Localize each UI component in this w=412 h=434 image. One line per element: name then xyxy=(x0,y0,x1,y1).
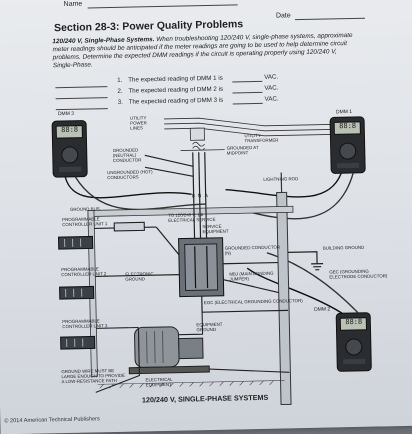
to-service-label: TO 120/240 V, 1φ ELECTRICAL SERVICE xyxy=(168,212,224,223)
plc-unit-1-label: PROGRAMMABLE CONTROLLER UNIT 1 xyxy=(62,216,116,227)
service-panel[interactable] xyxy=(179,238,224,297)
plc-unit-1[interactable] xyxy=(58,236,92,249)
dmm1-label: DMM 1 xyxy=(336,110,352,115)
plc-unit-2-label: PROGRAMMABLE CONTROLLER UNIT 2 xyxy=(61,266,115,277)
utility-transformer-label: UTILITY TRANSFORMER xyxy=(244,132,294,143)
dmm2-label: DMM 2 xyxy=(314,307,330,312)
dmm1-readout: 88:8 xyxy=(339,124,356,129)
lightning-rod-label: LIGHTNING ROD xyxy=(263,176,298,182)
gec-label: GEC (GROUNDING ELECTRODE CONDUCTOR) xyxy=(329,268,391,279)
equipment-ground-label: EQUIPMENT GROUND xyxy=(196,321,236,332)
letter-b-label: B xyxy=(192,194,195,199)
dmm3-readout: 88:8 xyxy=(61,128,78,133)
letter-n-label: N xyxy=(198,194,202,199)
electrical-equipment-label: ELECTRICAL EQUIPMENT xyxy=(145,376,197,387)
building-ground-rod xyxy=(288,252,323,271)
motor[interactable] xyxy=(128,326,209,374)
plc-unit-3[interactable] xyxy=(61,336,95,349)
grounded-midpoint-label: GROUNDED AT MIDPOINT xyxy=(227,145,273,156)
electronic-ground-label: ELECTRONIC GROUND xyxy=(125,271,163,282)
dmm3-label: DMM 3 xyxy=(58,112,74,117)
mbj-label: MBJ (MAIN BONDING JUMPER) xyxy=(229,271,275,282)
ground-bus-label: GROUND BUS xyxy=(70,206,100,212)
building-ground-label: BUILDING GROUND xyxy=(323,245,369,251)
transformer-symbol xyxy=(180,128,224,151)
service-equipment-label: SERVICE EQUIPMENT xyxy=(202,223,242,234)
plc-unit-2[interactable] xyxy=(60,286,94,299)
plc-unit-3-label: PROGRAMMABLE CONTROLLER UNIT 3 xyxy=(62,318,116,329)
grounded-conductor-n-label: GROUNDED CONDUCTOR (N) xyxy=(225,244,285,255)
ungrounded-hot-label: UNGROUNDED (HOT) CONDUCTORS xyxy=(107,169,169,180)
letter-a-label: A xyxy=(205,194,208,199)
grounded-neutral-label: GROUNDED (NEUTRAL) CONDUCTOR xyxy=(113,147,163,163)
dmm2-readout: 88:8 xyxy=(345,320,362,325)
ground-wire-label: GROUND WIRE MUST BE LARGE ENOUGH TO PROV… xyxy=(61,368,127,384)
utility-power-lines-label: UTILITY POWER LINES xyxy=(130,115,160,131)
